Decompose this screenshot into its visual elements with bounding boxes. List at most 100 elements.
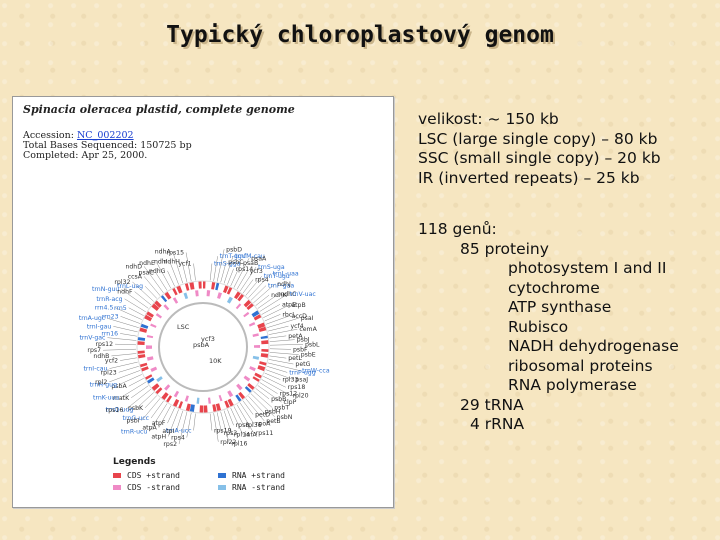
gene-spoke bbox=[149, 403, 168, 432]
gene-spoke bbox=[261, 304, 281, 315]
gene-spoke bbox=[132, 281, 154, 302]
gene-block bbox=[253, 314, 262, 321]
gene-spoke bbox=[268, 359, 294, 365]
gene-block bbox=[257, 322, 266, 329]
gene-label: rps12 bbox=[280, 391, 298, 398]
gene-spoke bbox=[227, 409, 234, 426]
gene-spoke bbox=[155, 272, 168, 291]
gene-spoke bbox=[115, 307, 142, 320]
gene-label: psaC bbox=[139, 270, 154, 277]
gene-block bbox=[235, 394, 242, 402]
gene-label: trnW-cca bbox=[302, 368, 330, 375]
gene-block bbox=[217, 292, 223, 299]
gene-spoke bbox=[220, 411, 230, 444]
gene-block bbox=[164, 291, 172, 300]
gene-spoke bbox=[125, 388, 152, 411]
gene-label: ccsA bbox=[128, 273, 143, 280]
gene-spoke bbox=[107, 318, 139, 328]
gene-label: rrn5 bbox=[114, 305, 127, 312]
gene-block bbox=[244, 386, 252, 393]
gene-spoke bbox=[239, 402, 255, 424]
gene-label: ycf1 bbox=[178, 261, 191, 268]
gene-spoke bbox=[176, 410, 183, 431]
gene-block bbox=[243, 375, 251, 382]
gene-label: rpl36 bbox=[246, 422, 262, 429]
gene-spoke bbox=[269, 339, 295, 342]
gene-label: psbE bbox=[301, 352, 316, 359]
ssc-line: SSC (small single copy) – 20 kb bbox=[418, 149, 661, 167]
gene-label: rrn23 bbox=[102, 313, 119, 320]
gene-label: trnP-ugg bbox=[289, 369, 315, 376]
gene-spoke bbox=[264, 314, 281, 322]
gene-label: rps19 bbox=[214, 428, 232, 435]
gene-label: trnfM-cau bbox=[235, 253, 265, 260]
gene-spoke bbox=[269, 344, 303, 346]
gene-label: ndhI bbox=[154, 258, 168, 265]
protein-item: ATP synthase bbox=[508, 298, 612, 316]
gene-block bbox=[243, 311, 250, 318]
gene-spoke bbox=[103, 348, 137, 351]
gene-spoke bbox=[144, 285, 157, 299]
gene-block bbox=[176, 285, 183, 294]
gene-label: trnQ-uug bbox=[106, 406, 134, 413]
gene-label: psbT bbox=[274, 405, 289, 412]
gene-label: ndhG bbox=[149, 268, 166, 275]
gene-block bbox=[238, 391, 246, 400]
gene-block bbox=[172, 297, 179, 304]
total-bases: Total Bases Sequenced: 150725 bp bbox=[23, 140, 192, 151]
gene-spoke bbox=[245, 398, 265, 422]
gene-label: rps4 bbox=[255, 277, 269, 284]
gene-spoke bbox=[121, 289, 149, 309]
protein-item: photosystem I and II bbox=[508, 259, 667, 277]
gene-spoke bbox=[216, 249, 225, 282]
gene-spoke bbox=[239, 266, 257, 292]
genome-map-panel: Spinacia oleracea plastid, complete geno… bbox=[12, 96, 394, 508]
gene-label: trnA-ucc bbox=[166, 427, 192, 434]
gene-spoke bbox=[193, 263, 196, 281]
genome-summary: velikost: ~ 150 kb LSC (large single cop… bbox=[418, 110, 679, 435]
gene-label: ndhE bbox=[139, 260, 155, 267]
gene-spoke bbox=[253, 390, 273, 408]
gene-block bbox=[222, 285, 229, 294]
gene-block bbox=[259, 361, 267, 366]
legend-cds-minus: CDS -strand bbox=[113, 483, 180, 492]
gene-block bbox=[140, 323, 149, 329]
gene-spoke bbox=[255, 388, 270, 400]
gene-label: rpl22 bbox=[220, 439, 236, 446]
gene-label: rps7 bbox=[87, 347, 101, 354]
gene-spoke bbox=[167, 409, 179, 437]
gene-block bbox=[164, 384, 171, 391]
gene-block bbox=[252, 355, 260, 360]
gene-label: ndhK bbox=[271, 292, 288, 299]
gene-label: psbH bbox=[265, 409, 281, 416]
gene-label: accD bbox=[292, 313, 308, 320]
accession-label: Accession: bbox=[23, 130, 74, 141]
gene-label: trnN-guu bbox=[92, 286, 119, 293]
gene-block bbox=[173, 390, 180, 398]
legend-swatch bbox=[113, 473, 121, 478]
gene-spoke bbox=[134, 291, 152, 306]
gene-spoke bbox=[236, 271, 248, 290]
gene-label: psbJ bbox=[297, 337, 310, 344]
gene-spoke bbox=[267, 317, 299, 328]
gene-label: matK bbox=[113, 395, 130, 402]
gene-count: 118 genů: bbox=[418, 220, 497, 238]
gene-block bbox=[257, 365, 266, 372]
gene-block bbox=[224, 400, 230, 409]
gene-label: psbN bbox=[277, 414, 293, 421]
gene-spoke bbox=[107, 337, 137, 341]
protein-item: cytochrome bbox=[508, 278, 600, 297]
gene-spoke bbox=[253, 283, 276, 304]
gene-block bbox=[146, 311, 154, 318]
gene-spoke bbox=[169, 261, 179, 285]
gene-spoke bbox=[255, 294, 270, 306]
gene-spoke bbox=[264, 372, 281, 380]
gene-block bbox=[215, 403, 222, 411]
gene-spoke bbox=[268, 362, 301, 371]
gene-label: psbB bbox=[271, 396, 286, 403]
gene-label: atpA bbox=[142, 425, 157, 432]
gene-spoke bbox=[242, 279, 254, 294]
gene-label: rps14 bbox=[236, 266, 254, 273]
accession-link[interactable]: NC_002202 bbox=[76, 130, 134, 141]
map-metadata: Accession: NC_002202 Total Bases Sequenc… bbox=[23, 131, 192, 161]
